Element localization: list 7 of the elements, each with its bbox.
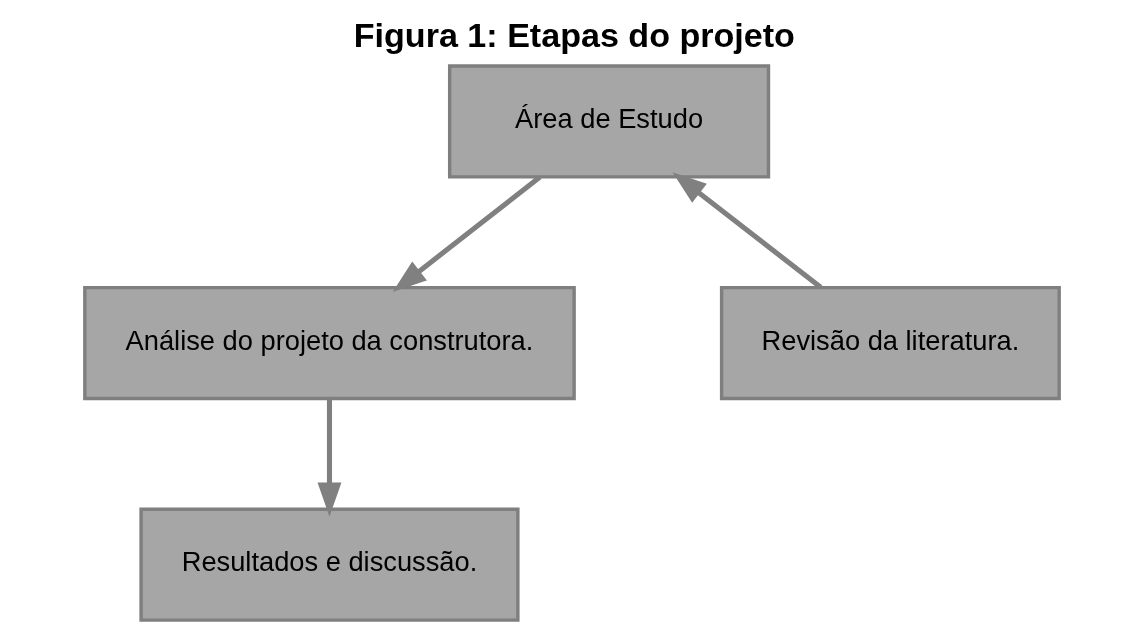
- arrow: [317, 398, 341, 517]
- node-box: Revisão da literatura.: [719, 285, 1061, 401]
- diagram-title: Figura 1: Etapas do projeto: [353, 16, 795, 55]
- node-box: Análise do projeto da construtora.: [82, 285, 576, 401]
- arrow: [392, 175, 542, 293]
- node-box: Resultados e discussão.: [138, 507, 520, 622]
- node-box: Área de Estudo: [447, 64, 770, 179]
